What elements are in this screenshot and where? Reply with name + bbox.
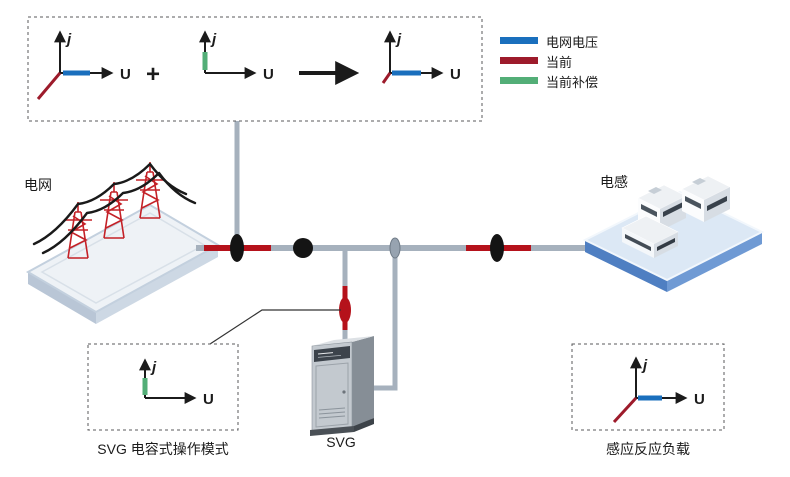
capacitive-panel-border (87, 343, 239, 431)
j-axis-label: j (395, 31, 402, 48)
legend-label-current: 当前 (546, 55, 572, 70)
legend-swatch-current (500, 57, 538, 64)
phasor-capacitive: j U (139, 358, 214, 408)
current-transformer-right (490, 234, 504, 262)
platform-side-left (585, 240, 667, 292)
vector-sum-panel: j U + j U j U (27, 16, 483, 122)
legend: 电网电压 当前 当前补偿 (500, 35, 598, 90)
platform-side-right (96, 245, 218, 324)
window-strip (641, 204, 657, 217)
power-wire (41, 171, 197, 255)
u-axis-label: U (120, 66, 131, 83)
platform-side-left (28, 272, 96, 324)
phasor-result: j U (381, 30, 461, 84)
cabinet-handle (342, 390, 346, 394)
phasor-svg-compensation: j U (199, 30, 274, 83)
building-low (621, 215, 679, 258)
capacitive-mode-panel: j U (87, 343, 239, 431)
svg-unit-label: SVG (326, 434, 356, 450)
j-axis-label: j (210, 31, 217, 48)
cabinet-base-side (354, 418, 374, 432)
building (681, 175, 731, 222)
cabinet-header-panel (314, 346, 350, 362)
cabinet-top (312, 336, 374, 346)
svg-return-line (374, 250, 398, 391)
window-strip (657, 238, 675, 251)
transmission-tower (64, 202, 92, 259)
cabinet-vent (318, 411, 346, 415)
svg-cabinet (310, 336, 374, 436)
line-devices (230, 234, 504, 323)
inductive-load-panel: j U (571, 343, 725, 431)
cabinet-base (310, 426, 354, 436)
factory-buildings (621, 175, 731, 258)
callout-line (209, 309, 341, 345)
cabinet-vent (318, 407, 346, 411)
window-strip (625, 234, 651, 251)
legend-label-compensation: 当前补偿 (546, 75, 598, 90)
capacitive-caption: SVG 电容式操作模式 (97, 441, 228, 457)
inductive-panel-border (571, 343, 725, 431)
cabinet-vent (318, 415, 346, 419)
vector-sum-panel-border (27, 16, 483, 122)
cabinet-side (352, 336, 374, 428)
cabinet-door (315, 362, 349, 428)
window-strip (663, 202, 683, 217)
u-axis-label: U (694, 391, 705, 408)
legend-swatch-grid-voltage (500, 37, 538, 44)
current-vector (36, 72, 62, 100)
roof-unit (692, 178, 706, 185)
grid-label: 电网 (24, 177, 52, 193)
u-axis-label: U (203, 391, 214, 408)
j-axis-label: j (65, 31, 72, 48)
platform-side-right (667, 232, 762, 292)
residual-current-vector (381, 72, 392, 84)
sensor-capsule (389, 237, 401, 259)
power-wire (32, 162, 188, 246)
inductive-caption: 感应反应负载 (606, 441, 690, 457)
u-axis-label: U (263, 66, 274, 83)
j-axis-label: j (150, 359, 157, 376)
window-strip (707, 196, 727, 211)
current-transformer-left (230, 234, 244, 262)
junction-node (293, 238, 313, 258)
power-wires (32, 162, 197, 255)
legend-label-grid-voltage: 电网电压 (546, 35, 598, 50)
phasor-inductive: j U (612, 356, 705, 424)
j-axis-label: j (641, 357, 648, 374)
window-strip (685, 196, 701, 209)
inductor-label: 电感 (600, 174, 628, 190)
phasor-load-current: j U (36, 30, 131, 100)
plus-sign: + (146, 61, 160, 88)
u-axis-label: U (450, 66, 461, 83)
grid-platform (25, 203, 221, 324)
svg-branch-ct-red (339, 297, 351, 323)
transmission-towers (64, 162, 164, 259)
legend-swatch-compensation (500, 77, 538, 84)
current-vector (612, 396, 638, 424)
roof-unit (648, 187, 662, 194)
